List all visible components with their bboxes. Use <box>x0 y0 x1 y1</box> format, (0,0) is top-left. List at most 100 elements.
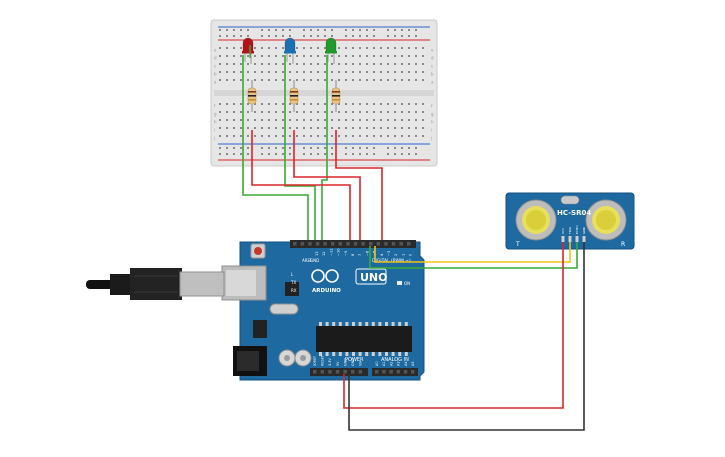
resistor-2[interactable] <box>289 80 299 112</box>
wire-green-1[interactable] <box>242 55 309 242</box>
rail-hole <box>240 153 242 155</box>
led-body <box>284 37 296 53</box>
row-label: g <box>214 112 217 117</box>
header-pin <box>338 242 343 246</box>
rail-hole <box>373 153 375 155</box>
header-pin <box>358 370 363 374</box>
header-pin <box>346 242 350 246</box>
breadboard-hole <box>324 111 326 113</box>
breadboard-hole <box>408 47 410 49</box>
atmega-chip <box>316 326 412 352</box>
header-pin <box>353 242 358 246</box>
wire-red-2[interactable] <box>293 130 361 242</box>
resistor-3[interactable] <box>331 80 341 112</box>
led-3[interactable] <box>325 37 337 64</box>
breadboard-hole <box>219 47 221 49</box>
rail-hole <box>331 29 333 31</box>
analog-pin-label: A1 <box>382 362 386 366</box>
analog-header[interactable] <box>372 368 418 376</box>
rail-hole <box>310 35 312 37</box>
breadboard-hole <box>303 71 305 73</box>
arduino-uno-board[interactable]: ARDUINO UNO POWER ANALOG IN DIGITAL (PWM… <box>221 240 425 381</box>
breadboard-hole <box>366 127 368 129</box>
breadboard-hole <box>310 119 312 121</box>
breadboard-hole <box>408 71 410 73</box>
breadboard-hole <box>380 127 382 129</box>
breadboard-hole <box>226 135 228 137</box>
breadboard-hole <box>331 111 333 113</box>
breadboard-hole <box>422 103 424 105</box>
usb-cable[interactable] <box>86 268 225 300</box>
wire-red-3[interactable] <box>335 130 383 242</box>
resistor-1[interactable] <box>247 80 257 112</box>
breadboard-hole <box>226 55 228 57</box>
breadboard-hole <box>415 55 417 57</box>
wire-red-1[interactable] <box>251 130 351 242</box>
breadboard-hole <box>282 47 284 49</box>
chip-leg <box>404 322 408 326</box>
breadboard-hole <box>373 47 375 49</box>
header-pin <box>376 242 381 246</box>
breadboard-hole <box>226 71 228 73</box>
breadboard-hole <box>394 135 396 137</box>
power-jack-inner <box>237 351 259 371</box>
rail-hole <box>366 147 368 149</box>
rail-hole <box>289 35 291 37</box>
row-label: c <box>431 64 433 69</box>
breadboard-hole <box>226 63 228 65</box>
breadboard-hole <box>408 55 410 57</box>
breadboard-hole <box>275 127 277 129</box>
breadboard-hole <box>394 55 396 57</box>
digital-header[interactable] <box>290 240 416 248</box>
breadboard-hole <box>394 71 396 73</box>
breadboard-hole <box>359 127 361 129</box>
breadboard-hole <box>247 71 249 73</box>
sensor-pin <box>575 236 579 242</box>
breadboard-hole <box>338 135 340 137</box>
breadboard-hole <box>247 127 249 129</box>
header-pin <box>369 242 373 246</box>
breadboard-hole <box>240 79 242 81</box>
rail-hole <box>240 147 242 149</box>
header-pin <box>335 370 340 374</box>
breadboard-hole <box>422 55 424 57</box>
breadboard-holes <box>219 29 424 155</box>
breadboard-hole <box>359 79 361 81</box>
rail-hole <box>408 147 410 149</box>
breadboard-hole <box>289 111 291 113</box>
digital-pin-label: 12 <box>322 251 326 256</box>
wires-sensor <box>343 242 585 431</box>
breadboard-hole <box>373 111 375 113</box>
wire-green-2[interactable] <box>284 55 316 242</box>
breadboard-hole <box>254 127 256 129</box>
power-pin-label: GND <box>343 358 347 366</box>
breadboard-hole <box>422 111 424 113</box>
breadboard-hole <box>261 47 263 49</box>
wire-green-echo[interactable] <box>369 242 578 269</box>
breadboard-hole <box>282 119 284 121</box>
wire-yellow-trig[interactable] <box>374 242 571 263</box>
rail-hole <box>366 153 368 155</box>
resistor-band <box>332 95 340 97</box>
rail-hole <box>226 153 228 155</box>
breadboard-hole <box>303 63 305 65</box>
wire-black-gnd[interactable] <box>348 242 585 431</box>
digital-pin-label: 4 <box>380 253 384 256</box>
rail-hole <box>282 29 284 31</box>
breadboard-hole <box>268 63 270 65</box>
row-label: a <box>431 80 434 85</box>
breadboard-hole <box>219 111 221 113</box>
breadboard-hole <box>247 119 249 121</box>
breadboard-hole <box>233 55 235 57</box>
chip-leg <box>398 322 402 326</box>
breadboard-hole <box>247 103 249 105</box>
row-label: i <box>214 128 215 133</box>
power-pin-label: 3.3V <box>328 358 332 366</box>
wire-red-vcc[interactable] <box>343 242 564 409</box>
chip-leg <box>391 322 395 326</box>
led-2[interactable] <box>284 37 296 64</box>
wire-green-3[interactable] <box>321 55 328 242</box>
